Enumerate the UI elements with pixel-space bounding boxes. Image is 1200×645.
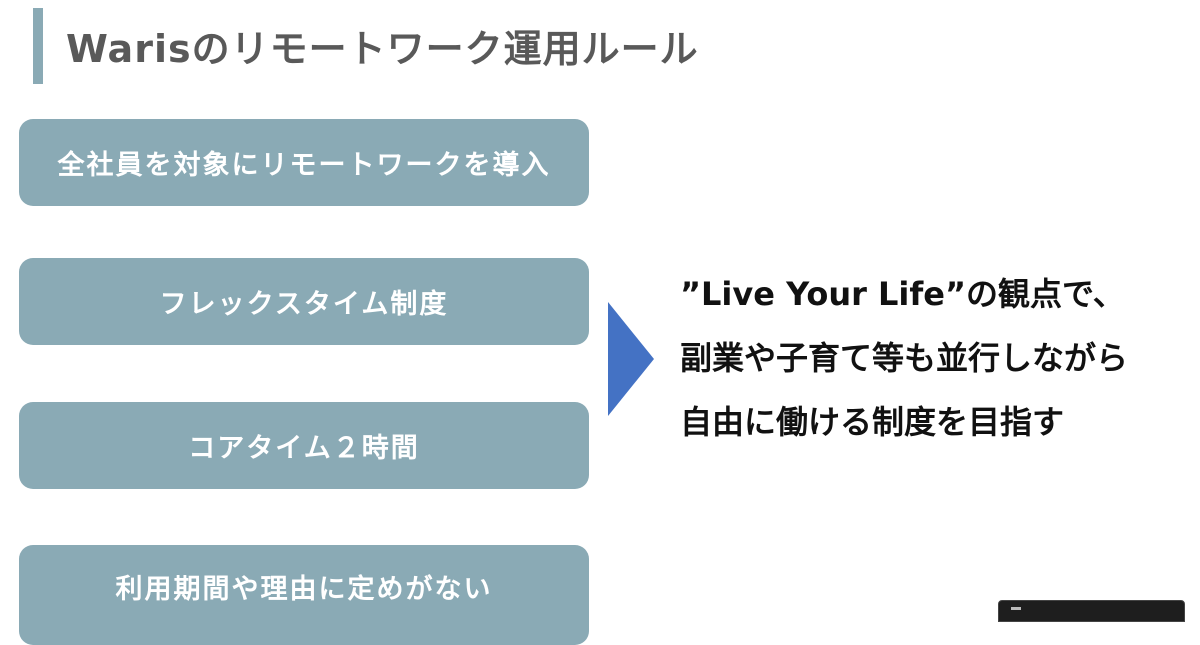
rule-label: フレックスタイム制度 xyxy=(159,289,449,320)
rule-box-all-employees: 全社員を対象にリモートワークを導入 xyxy=(19,119,589,206)
rule-box-core-time: コアタイム２時間 xyxy=(19,402,589,489)
overlay-toolbar[interactable] xyxy=(998,600,1185,622)
arrow-shape xyxy=(608,302,654,416)
slide-title: Warisのリモートワーク運用ルール xyxy=(66,27,699,71)
rule-box-no-restrictions: 利用期間や理由に定めがない xyxy=(19,545,589,645)
message-line-1: ”Live Your Life”の観点で、 xyxy=(680,275,1125,313)
rule-label: コアタイム２時間 xyxy=(188,433,420,464)
message-line-2: 副業や子育て等も並行しながら xyxy=(680,339,1129,377)
rule-label: 全社員を対象にリモートワークを導入 xyxy=(57,150,551,181)
message-line-3: 自由に働ける制度を目指す xyxy=(680,403,1065,441)
toolbar-handle-icon xyxy=(1011,607,1021,610)
message-block: ”Live Your Life”の観点で、 副業や子育て等も並行しながら 自由に… xyxy=(680,262,1128,454)
rule-box-flextime: フレックスタイム制度 xyxy=(19,258,589,345)
title-accent-bar xyxy=(33,8,43,84)
rule-label: 利用期間や理由に定めがない xyxy=(115,574,493,605)
triangle-right-icon xyxy=(608,302,654,416)
